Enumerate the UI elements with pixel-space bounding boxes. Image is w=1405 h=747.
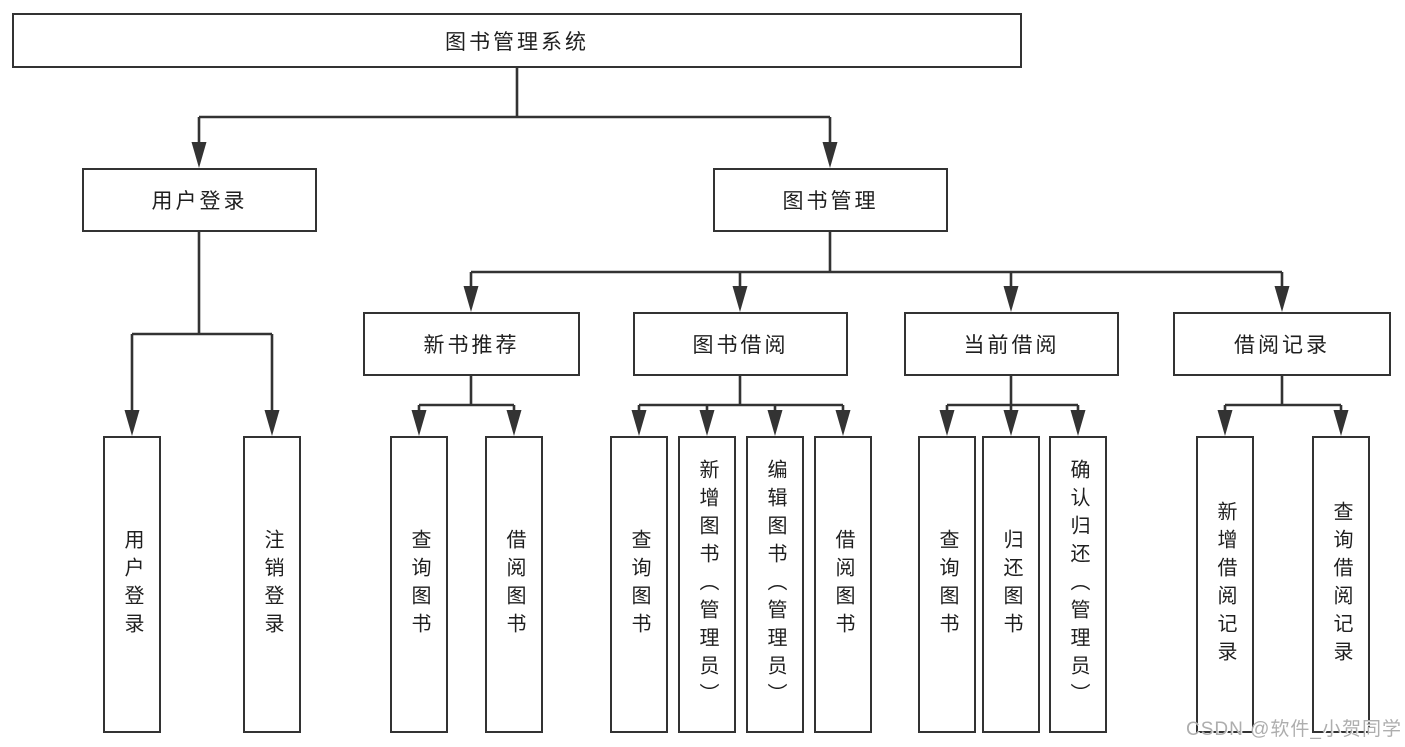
leaf-query-borrow-record: 查询借阅记录 xyxy=(1312,436,1370,733)
leaf-query-books-borrowing: 查询图书 xyxy=(610,436,668,733)
leaf-borrow-books-borrowing: 借阅图书 xyxy=(814,436,872,733)
csdn-watermark: CSDN @软件_小贺同学 xyxy=(1186,719,1402,740)
node-book-borrowing: 图书借阅 xyxy=(633,312,848,376)
leaf-query-books-recommend: 查询图书 xyxy=(390,436,448,733)
leaf-confirm-return-admin-label: 确认归还（管理员） xyxy=(1067,458,1089,711)
leaf-query-books-current-label: 查询图书 xyxy=(936,528,958,641)
leaf-add-books-admin-label: 新增图书（管理员） xyxy=(696,458,718,711)
node-book-management: 图书管理 xyxy=(713,168,948,232)
leaf-user-login-label: 用户登录 xyxy=(121,528,143,641)
node-borrowing-records: 借阅记录 xyxy=(1173,312,1391,376)
leaf-borrow-books-borrowing-label: 借阅图书 xyxy=(832,528,854,641)
leaf-add-books-admin: 新增图书（管理员） xyxy=(678,436,736,733)
leaf-edit-books-admin-label: 编辑图书（管理员） xyxy=(764,458,786,711)
leaf-add-borrow-record-label: 新增借阅记录 xyxy=(1214,500,1236,669)
node-user-login: 用户登录 xyxy=(82,168,317,232)
leaf-query-books-recommend-label: 查询图书 xyxy=(408,528,430,641)
leaf-logout-login-label: 注销登录 xyxy=(261,528,283,641)
leaf-query-books-current: 查询图书 xyxy=(918,436,976,733)
leaf-borrow-books-recommend-label: 借阅图书 xyxy=(503,528,525,641)
leaf-query-books-borrowing-label: 查询图书 xyxy=(628,528,650,641)
node-new-book-recommend: 新书推荐 xyxy=(363,312,580,376)
leaf-query-borrow-record-label: 查询借阅记录 xyxy=(1330,500,1352,669)
leaf-return-books: 归还图书 xyxy=(982,436,1040,733)
leaf-borrow-books-recommend: 借阅图书 xyxy=(485,436,543,733)
leaf-confirm-return-admin: 确认归还（管理员） xyxy=(1049,436,1107,733)
leaf-add-borrow-record: 新增借阅记录 xyxy=(1196,436,1254,733)
leaf-return-books-label: 归还图书 xyxy=(1000,528,1022,641)
leaf-edit-books-admin: 编辑图书（管理员） xyxy=(746,436,804,733)
leaf-user-login: 用户登录 xyxy=(103,436,161,733)
leaf-logout-login: 注销登录 xyxy=(243,436,301,733)
node-library-management-system: 图书管理系统 xyxy=(12,13,1022,68)
node-current-borrowing: 当前借阅 xyxy=(904,312,1119,376)
